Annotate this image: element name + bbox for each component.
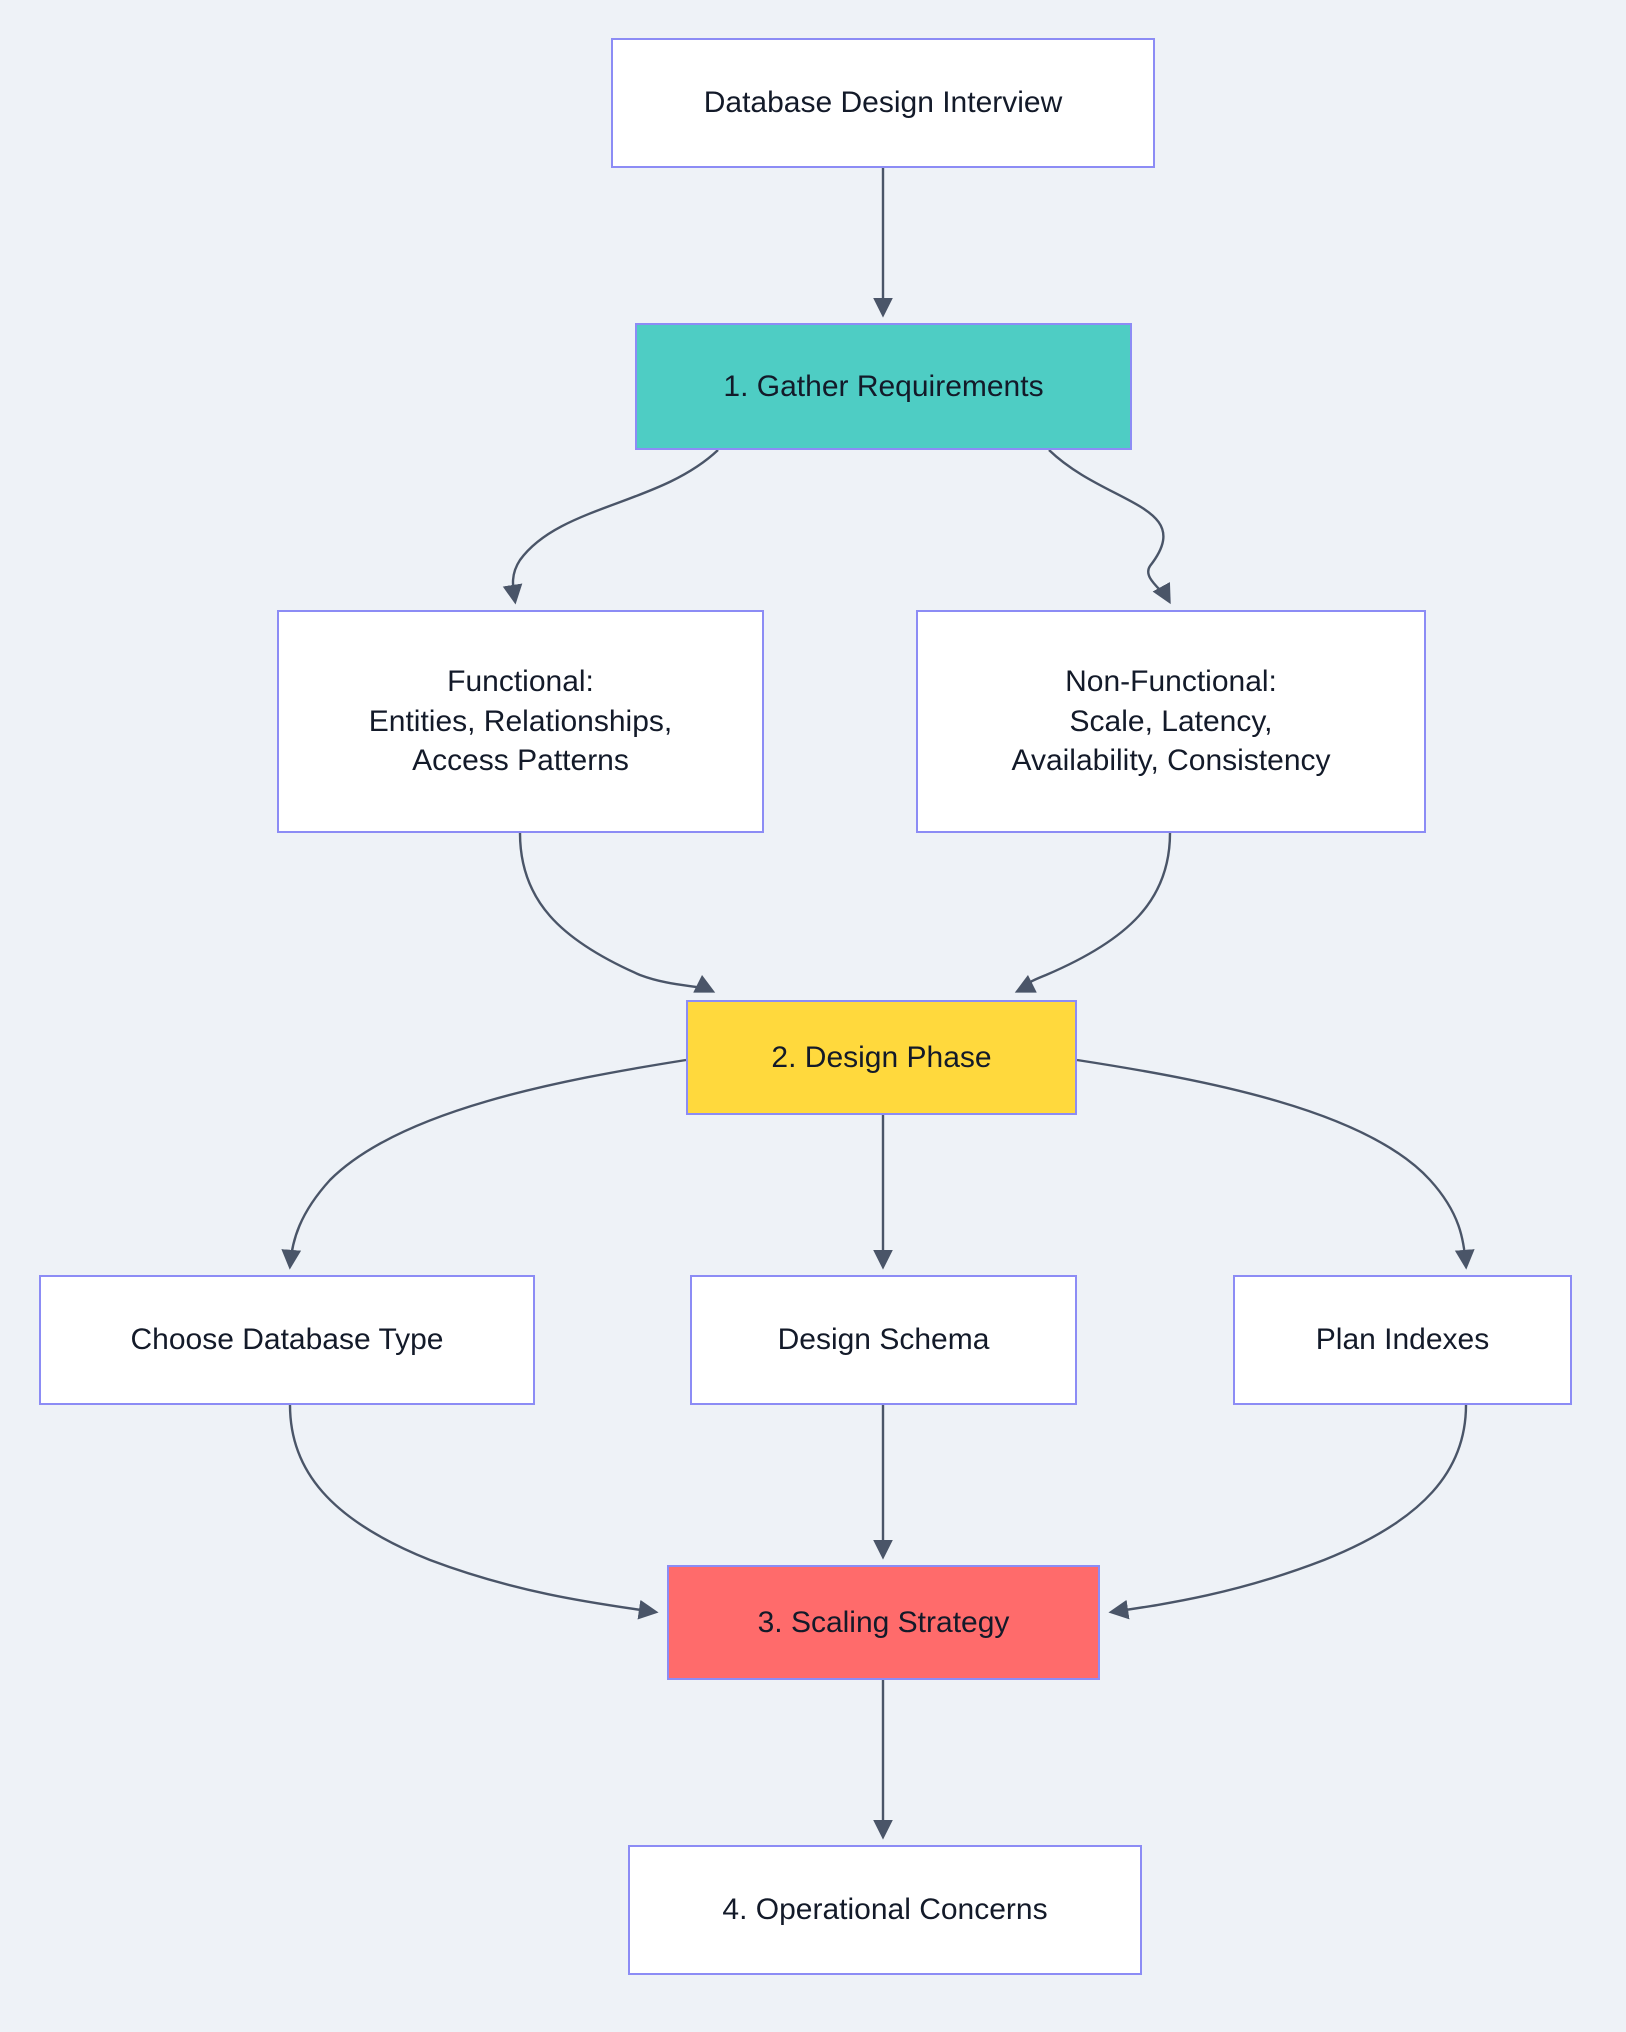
node-label: Functional: Entities, Relationships, Acc… xyxy=(368,664,673,778)
edge-functional-step2 xyxy=(518,832,716,993)
node-label: Non-Functional: Scale, Latency, Availabi… xyxy=(1011,664,1331,778)
node-label: Database Design Interview xyxy=(703,86,1063,120)
node-design-schema[interactable]: Design Schema xyxy=(690,1275,1077,1405)
node-label: Design Schema xyxy=(777,1323,990,1357)
node-design-phase[interactable]: 2. Design Phase xyxy=(686,1000,1077,1115)
edge-step1-functional xyxy=(502,449,719,605)
node-scaling-strategy[interactable]: 3. Scaling Strategy xyxy=(667,1565,1100,1680)
edge-step1-nonfunctional xyxy=(1048,449,1171,605)
node-label: 3. Scaling Strategy xyxy=(757,1605,1010,1639)
node-label: Plan Indexes xyxy=(1315,1323,1490,1357)
node-operational-concerns[interactable]: 4. Operational Concerns xyxy=(628,1845,1142,1975)
node-functional-requirements[interactable]: Functional: Entities, Relationships, Acc… xyxy=(277,610,764,833)
node-non-functional-requirements[interactable]: Non-Functional: Scale, Latency, Availabi… xyxy=(916,610,1426,833)
node-label: 1. Gather Requirements xyxy=(723,369,1044,403)
edge-indexes-step3 xyxy=(1108,1404,1468,1620)
edge-dbtype-step3 xyxy=(288,1404,659,1620)
node-label: Choose Database Type xyxy=(130,1323,444,1357)
edge-step2-indexes xyxy=(1076,1058,1475,1270)
node-choose-database-type[interactable]: Choose Database Type xyxy=(39,1275,535,1405)
node-label: 2. Design Phase xyxy=(771,1040,992,1074)
node-label: 4. Operational Concerns xyxy=(722,1893,1048,1927)
node-plan-indexes[interactable]: Plan Indexes xyxy=(1233,1275,1572,1405)
edge-step2-dbtype xyxy=(281,1058,687,1270)
node-database-design-interview[interactable]: Database Design Interview xyxy=(611,38,1155,168)
edge-nonfunctional-step2 xyxy=(1014,832,1172,993)
node-gather-requirements[interactable]: 1. Gather Requirements xyxy=(635,323,1132,450)
